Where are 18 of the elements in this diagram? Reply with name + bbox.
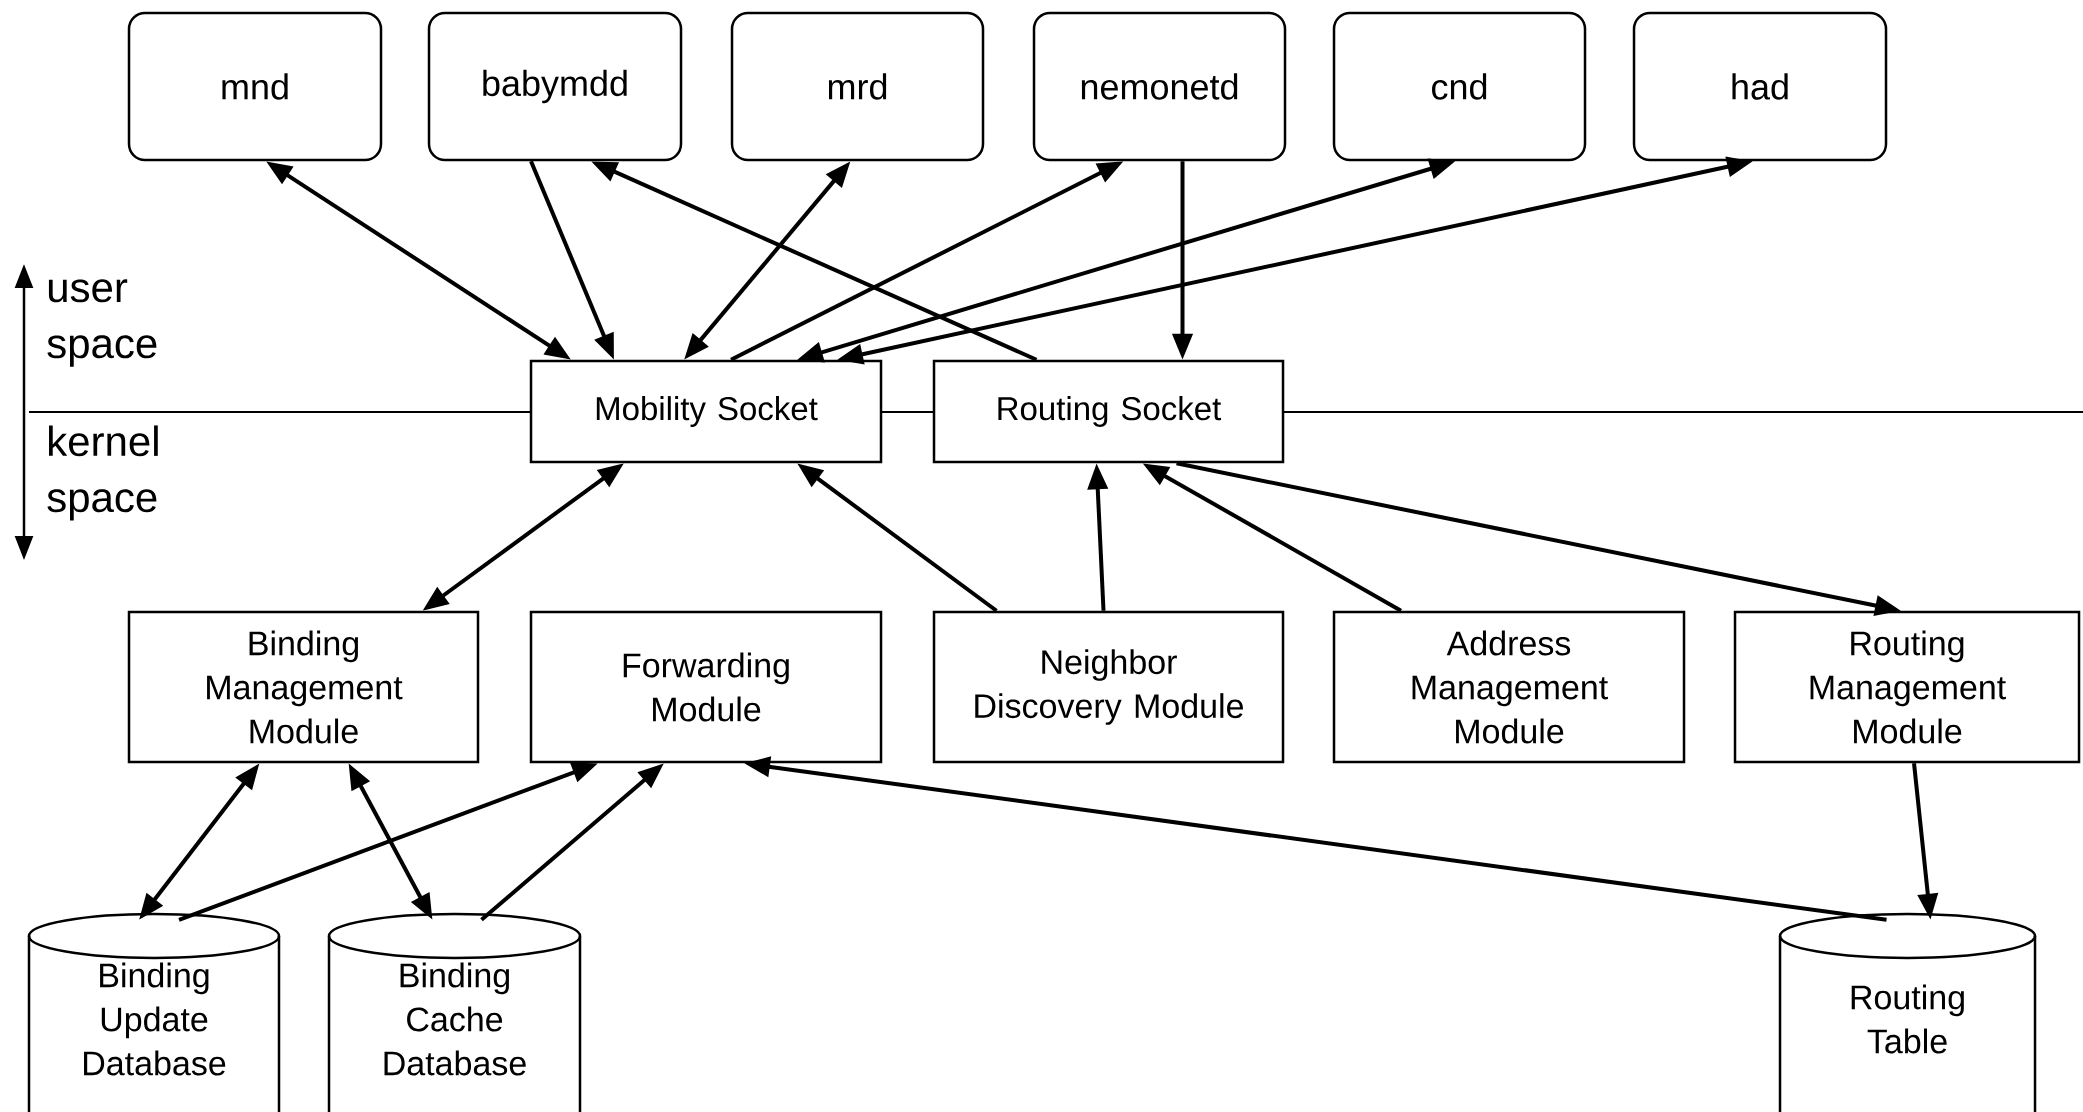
daemon-box: nemonetd — [1032, 11, 1287, 162]
daemon-box: babymdd — [427, 11, 683, 162]
module-box: Forwarding Module — [529, 610, 883, 764]
daemon-box: mrd — [730, 11, 985, 162]
socket-box: Routing Socket — [932, 359, 1285, 464]
database-cylinder: Routing Table — [1778, 912, 2037, 1112]
side-label: kernel space — [47, 425, 158, 521]
module-box: Address Management Module — [1332, 610, 1686, 764]
database-cylinder: Binding Cache Database — [327, 912, 582, 1112]
module-box: Routing Management Module — [1733, 610, 2081, 764]
daemon-box: had — [1632, 11, 1888, 162]
daemon-box: mnd — [127, 11, 383, 162]
daemon-box: cnd — [1332, 11, 1587, 162]
module-box: Neighbor Discovery Module — [932, 610, 1285, 764]
database-cylinder: Binding Update Database — [27, 912, 281, 1112]
module-box: Binding Management Module — [127, 610, 480, 764]
socket-box: Mobility Socket — [529, 359, 883, 464]
side-label: user space — [47, 279, 157, 367]
